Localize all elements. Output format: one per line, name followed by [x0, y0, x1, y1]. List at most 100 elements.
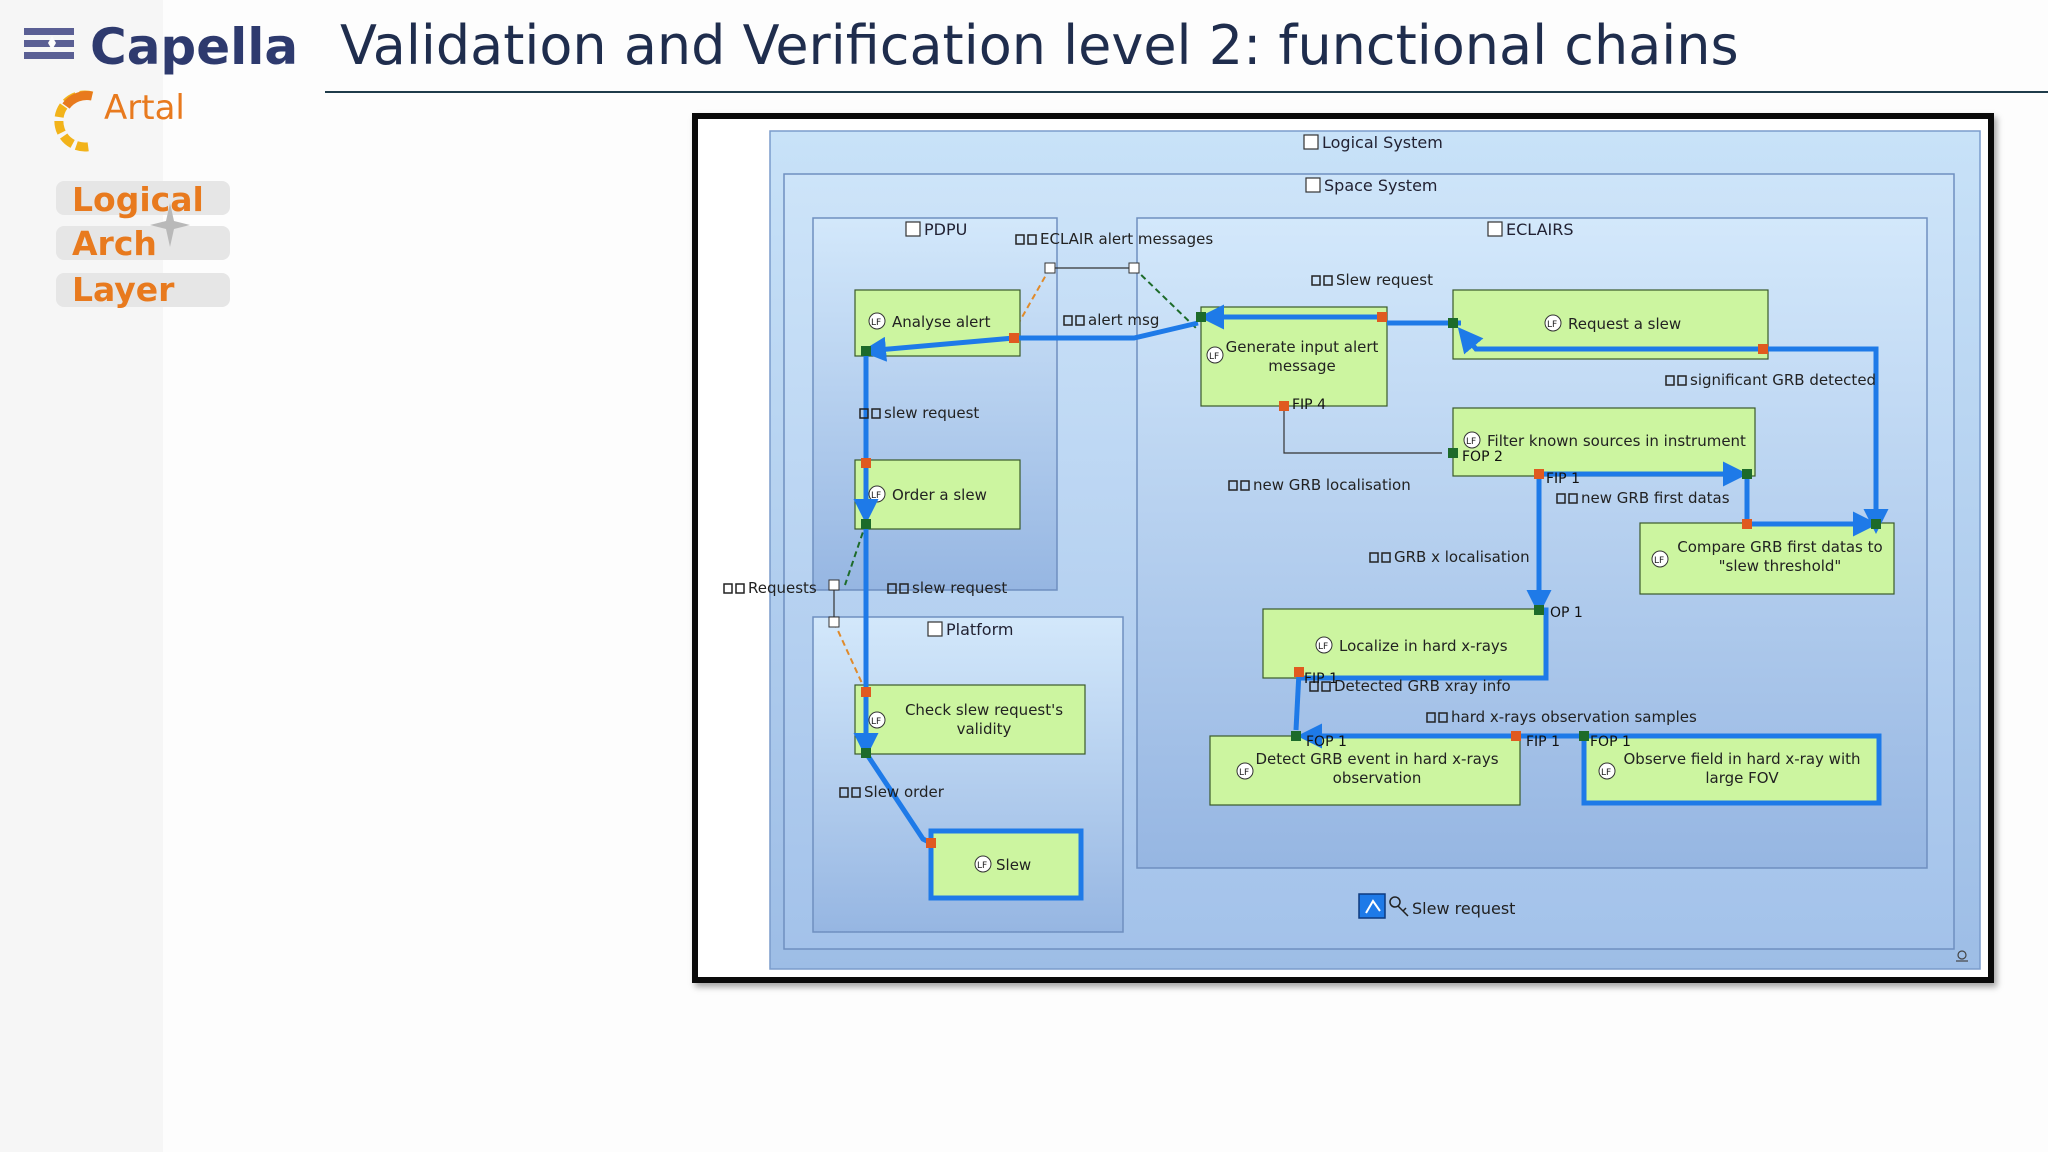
function-tag-icon: LF — [868, 711, 886, 729]
function-label: Check slew request's — [905, 701, 1063, 719]
port-icon — [828, 262, 1881, 848]
space-system-label: Space System — [1324, 176, 1438, 195]
exchange-label: alert msg — [1088, 311, 1159, 329]
function-localize[interactable] — [1262, 608, 1547, 679]
exchange-icon — [723, 234, 1687, 798]
function-tag-icon: LF — [974, 855, 992, 873]
exchange-link — [1283, 406, 1442, 454]
function-label: Localize in hard x-rays — [1339, 637, 1508, 655]
svg-text:LF: LF — [1601, 768, 1611, 778]
function-generate-alert[interactable] — [1200, 306, 1388, 407]
svg-text:LF: LF — [1466, 437, 1476, 447]
exchange-label: significant GRB detected — [1690, 371, 1876, 389]
function-slew[interactable] — [928, 828, 1084, 901]
layer-label-arch: Arch — [72, 224, 157, 263]
function-filter-sources[interactable] — [1452, 407, 1756, 477]
exchange-label: Slew request — [1336, 271, 1433, 289]
function-tag-icon: LF — [1651, 550, 1669, 568]
exchange-label: Detected GRB xray info — [1334, 677, 1511, 695]
function-tag-icon: LF — [1544, 314, 1562, 332]
port-label: FIP 1 — [1526, 734, 1560, 750]
functional-chain-icon-path — [1365, 899, 1381, 914]
exchange-label: new GRB first datas — [1581, 489, 1730, 507]
functional-chain-path — [1293, 671, 1302, 731]
exchange-link — [844, 522, 867, 586]
functional-chain-path — [1014, 320, 1199, 341]
function-label: Generate input alert — [1226, 338, 1379, 356]
layer-badge-arch — [56, 226, 230, 260]
component-icon — [1487, 221, 1503, 237]
functional-chain-diagram: Logical System Space System PDPU ECLAIRS… — [723, 130, 1981, 970]
function-label: Analyse alert — [892, 313, 991, 331]
svg-text:LF: LF — [871, 318, 881, 328]
port-label: FIP 1 — [1304, 671, 1338, 687]
component-icon — [1305, 177, 1321, 193]
function-label: "slew threshold" — [1719, 557, 1842, 575]
artal-logo-text: Artal — [104, 88, 185, 128]
page-title: Validation and Verification level 2: fun… — [340, 14, 1739, 77]
function-label: large FOV — [1705, 769, 1779, 787]
function-label: observation — [1333, 769, 1422, 787]
exchange-label: Requests — [748, 579, 817, 597]
exchange-label: slew request — [884, 404, 979, 422]
port-label: OP 1 — [1550, 605, 1583, 621]
port-label: FOP 1 — [1590, 734, 1631, 750]
exchange-label: GRB x localisation — [1394, 548, 1530, 566]
function-label: Order a slew — [892, 486, 987, 504]
function-label: Detect GRB event in hard x-rays — [1255, 750, 1498, 768]
function-observe-field[interactable] — [1581, 733, 1882, 806]
function-tag-icon: LF — [868, 312, 886, 330]
title-divider — [325, 91, 2048, 93]
function-label: message — [1268, 357, 1335, 375]
exchange-label: slew request — [912, 579, 1007, 597]
port-label: FIP 4 — [1292, 397, 1326, 413]
layer-badge-layer — [56, 273, 230, 307]
svg-text:LF: LF — [1318, 642, 1328, 652]
exchange-link — [833, 621, 867, 693]
functional-chain-path — [1457, 327, 1763, 355]
function-label: Compare GRB first datas to — [1677, 538, 1882, 556]
functional-chain-icon[interactable] — [1358, 893, 1386, 919]
capella-logo-text: Capella — [90, 18, 299, 76]
exchange-label: hard x-rays observation samples — [1451, 708, 1697, 726]
function-label: Slew — [996, 856, 1031, 874]
component-icon — [1303, 134, 1319, 150]
function-tag-icon: LF — [868, 485, 886, 503]
component-icon — [927, 621, 943, 637]
function-detect-grb[interactable] — [1209, 735, 1521, 806]
svg-text:LF: LF — [871, 491, 881, 501]
key-icon — [1389, 896, 1409, 917]
eclairs-label: ECLAIRS — [1506, 220, 1574, 239]
svg-text:LF: LF — [1209, 352, 1219, 362]
capella-logo-icon — [24, 28, 74, 59]
port-label: FOP 2 — [1462, 449, 1503, 465]
exchange-link — [1133, 267, 1198, 330]
function-check-slew[interactable] — [854, 684, 1086, 755]
svg-text:LF: LF — [1654, 556, 1664, 566]
exchange-label: Slew order — [864, 783, 945, 801]
resize-handle-icon[interactable] — [1956, 950, 1968, 962]
exchange-label: ECLAIR alert messages — [1040, 230, 1213, 248]
function-label: Filter known sources in instrument — [1487, 432, 1746, 450]
svg-text:LF: LF — [1547, 320, 1557, 330]
svg-text:LF: LF — [1239, 768, 1249, 778]
functional-chain-path — [1763, 346, 1889, 534]
function-tag-icon: LF — [1598, 762, 1616, 780]
function-tag-icon: LF — [1206, 346, 1224, 364]
port-label: FOP 1 — [1306, 734, 1347, 750]
pdpu-label: PDPU — [924, 220, 967, 239]
port-label: FIP 1 — [1546, 471, 1580, 487]
svg-text:LF: LF — [977, 861, 987, 871]
function-tag-icon: LF — [1463, 431, 1481, 449]
function-label: Observe field in hard x-ray with — [1624, 750, 1861, 768]
component-icon — [905, 221, 921, 237]
svg-text:LF: LF — [871, 717, 881, 727]
exchange-label: new GRB localisation — [1253, 476, 1411, 494]
layer-badge-logical — [56, 181, 230, 215]
functional-chain-path — [861, 335, 1015, 362]
artal-logo-icon — [54, 90, 94, 152]
functional-chain-label: Slew request — [1412, 899, 1515, 918]
function-tag-icon: LF — [1236, 762, 1254, 780]
sparkle-icon — [150, 203, 190, 247]
function-label: Request a slew — [1568, 315, 1681, 333]
